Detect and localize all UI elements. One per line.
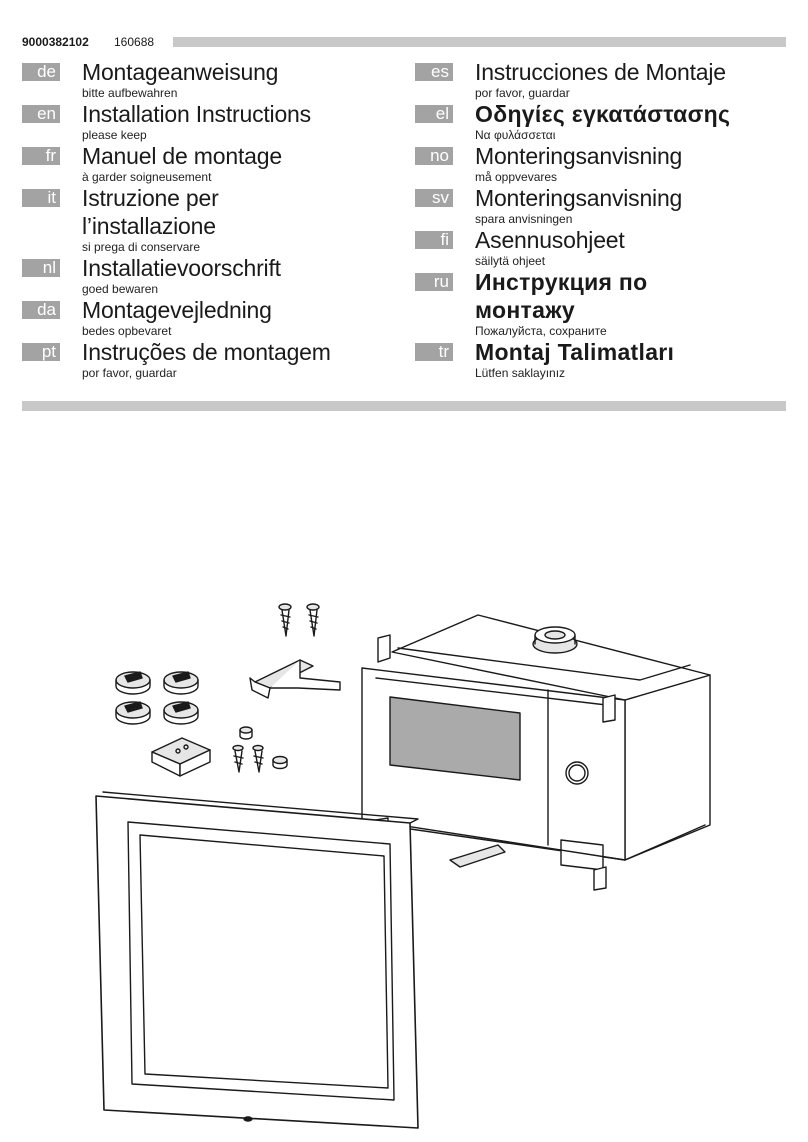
language-badge: no <box>415 147 453 165</box>
microwave-oven <box>361 614 711 891</box>
language-entry-ru: ru Инструкция по монтажу Пожалуйста, сох… <box>415 268 785 338</box>
document-code: 160688 <box>114 35 155 49</box>
mounting-block <box>151 737 211 777</box>
language-subtitle: spara anvisningen <box>475 212 573 226</box>
language-title: Istruzione per <box>82 185 219 211</box>
cap-icon <box>239 726 253 740</box>
language-entry-es: es Instrucciones de Montaje por favor, g… <box>415 58 785 100</box>
language-badge: sv <box>415 189 453 207</box>
language-title: Instruções de montagem <box>82 339 331 365</box>
clip-icon <box>163 671 199 695</box>
language-entry-fi: fi Asennusohjeet säilytä ohjeet <box>415 226 785 268</box>
language-subtitle: bedes opbevaret <box>82 324 172 338</box>
language-subtitle: säilytä ohjeet <box>475 254 546 268</box>
language-badge: de <box>22 63 60 81</box>
mounting-tab <box>377 634 391 663</box>
cap-icon <box>272 755 288 770</box>
language-title-line2: монтажу <box>475 297 575 323</box>
clip-icon <box>115 701 151 725</box>
language-subtitle: à garder soigneusement <box>82 170 212 184</box>
language-badge: da <box>22 301 60 319</box>
language-title: Asennusohjeet <box>475 227 625 253</box>
caps <box>239 726 288 770</box>
language-entry-sv: sv Monteringsanvisning spara anvisningen <box>415 184 785 226</box>
language-subtitle: goed bewaren <box>82 282 159 296</box>
top-rule <box>173 37 786 47</box>
language-subtitle: Пожалуйста, сохраните <box>475 324 607 338</box>
language-entry-no: no Monteringsanvisning må oppvevares <box>415 142 785 184</box>
language-title: Installatievoorschrift <box>82 255 281 281</box>
bottom-bracket <box>449 844 506 868</box>
installation-kit-illustration <box>95 603 711 1129</box>
language-title: Montaj Talimatları <box>475 339 675 365</box>
vent-collar <box>532 626 578 654</box>
language-subtitle: Να φυλάσσεται <box>475 128 556 142</box>
left-language-column: de Montageanweisung bitte aufbewahren en… <box>22 58 392 380</box>
language-badge: tr <box>415 343 453 361</box>
language-badge: es <box>415 63 453 81</box>
language-title: Инструкция по <box>475 269 648 295</box>
language-subtitle: må oppvevares <box>475 170 558 184</box>
language-title-line2: l’installazione <box>82 213 216 239</box>
language-entry-it: it Istruzione per l’installazione si pre… <box>22 184 392 254</box>
language-badge: nl <box>22 259 60 277</box>
mounting-tab <box>602 694 616 723</box>
oven-window <box>389 696 521 781</box>
screw-icon <box>252 744 264 773</box>
bottom-rule <box>22 401 786 411</box>
screw-icon <box>278 603 292 637</box>
language-subtitle: please keep <box>82 128 147 142</box>
language-subtitle: por favor, guardar <box>82 366 177 380</box>
language-title: Installation Instructions <box>82 101 311 127</box>
language-subtitle: bitte aufbewahren <box>82 86 178 100</box>
screw-icon <box>232 744 244 773</box>
language-entry-tr: tr Montaj Talimatları Lütfen saklayınız <box>415 338 785 380</box>
language-badge: ru <box>415 273 453 291</box>
language-badge: fr <box>22 147 60 165</box>
language-title: Οδηγίες εγκατάστασης <box>475 101 731 127</box>
language-title: Monteringsanvisning <box>475 143 683 169</box>
document-number: 9000382102 <box>22 35 89 49</box>
language-badge: en <box>22 105 60 123</box>
language-entry-de: de Montageanweisung bitte aufbewahren <box>22 58 392 100</box>
language-title: Monteringsanvisning <box>475 185 683 211</box>
language-title: Instrucciones de Montaje <box>475 59 726 85</box>
clip-icon <box>115 671 151 695</box>
angle-bracket <box>249 659 341 699</box>
language-badge: it <box>22 189 60 207</box>
language-entry-pt: pt Instruções de montagem por favor, gua… <box>22 338 392 380</box>
language-entry-el: el Οδηγίες εγκατάστασης Να φυλάσσεται <box>415 100 785 142</box>
language-subtitle: por favor, guardar <box>475 86 570 100</box>
language-entry-da: da Montagevejledning bedes opbevaret <box>22 296 392 338</box>
clip-icon <box>163 701 199 725</box>
language-title: Manuel de montage <box>82 143 282 169</box>
screw-pair-top <box>278 603 320 637</box>
language-entry-en: en Installation Instructions please keep <box>22 100 392 142</box>
mounting-tab <box>593 866 607 891</box>
language-title: Montageanweisung <box>82 59 279 85</box>
language-subtitle: si prega di conservare <box>82 240 201 254</box>
screw-pair-bottom <box>232 744 264 773</box>
right-language-column: es Instrucciones de Montaje por favor, g… <box>415 58 785 380</box>
language-badge: fi <box>415 231 453 249</box>
language-badge: pt <box>22 343 60 361</box>
language-subtitle: Lütfen saklayınız <box>475 366 566 380</box>
language-entry-nl: nl Installatievoorschrift goed bewaren <box>22 254 392 296</box>
language-title: Montagevejledning <box>82 297 272 323</box>
language-badge: el <box>415 105 453 123</box>
trim-frame <box>95 791 419 1129</box>
spring-clips <box>115 671 199 725</box>
screw-icon <box>306 603 320 637</box>
language-entry-fr: fr Manuel de montage à garder soigneusem… <box>22 142 392 184</box>
